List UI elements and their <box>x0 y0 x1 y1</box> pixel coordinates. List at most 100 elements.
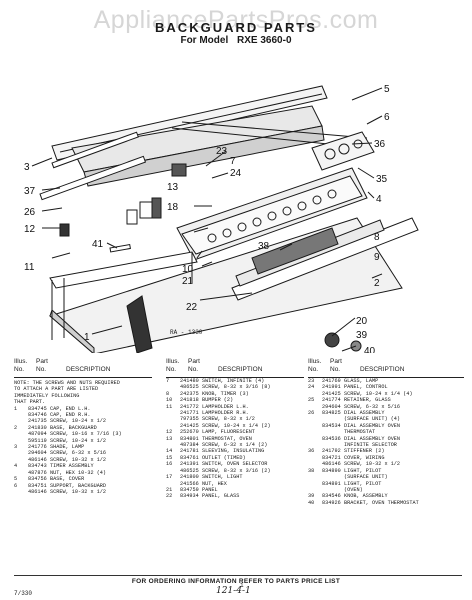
handwritten-note: 121-4-1 <box>216 586 251 596</box>
callout-11: 11 <box>24 262 35 273</box>
part-description: SCREW, 10-24 x 1/4 (2) <box>202 422 271 429</box>
illus-no: 12 <box>166 429 173 436</box>
callout-36: 36 <box>374 139 386 150</box>
part-description: BASE, COVER <box>50 476 85 483</box>
illus-no: 24 <box>308 384 315 391</box>
part-no: 241425 <box>180 422 199 429</box>
part-no: 834743 <box>28 463 47 470</box>
part-no: 834890 <box>322 467 341 474</box>
part-description: KNOB, ASSEMBLY <box>344 493 388 500</box>
part-description: SWITCH, OVEN SELECTOR <box>202 461 268 468</box>
part-description: KNOB, TIMER (3) <box>202 390 249 397</box>
callout-3: 3 <box>24 162 30 173</box>
part-no: 486146 <box>322 461 341 468</box>
part-description: SWITCH, LIGHT <box>202 474 243 481</box>
part-description: SCREW, 10-16 x 7/16 (3) <box>50 431 122 438</box>
callout-9: 9 <box>374 252 380 263</box>
part-no: 834756 <box>28 476 47 483</box>
part-no: 241818 <box>180 397 199 404</box>
parts-column-1: Illus. Part No. No. DESCRIPTION NOTE: TH… <box>14 358 152 495</box>
illus-no: 10 <box>166 397 173 404</box>
illus-no: 17 <box>166 474 173 481</box>
callout-24: 24 <box>230 168 242 179</box>
timer-assembly <box>311 131 375 171</box>
callout-7: 7 <box>230 156 236 167</box>
illus-no: 26 <box>308 410 315 417</box>
end-cap-left <box>49 251 198 289</box>
part-no: 294604 <box>322 403 341 410</box>
callout-2: 2 <box>374 278 380 289</box>
part-description: BUMPER (2) <box>202 397 234 404</box>
illus-no: 13 <box>166 435 173 442</box>
callout-26: 26 <box>24 207 36 218</box>
part-description: PANEL <box>202 486 218 493</box>
illus-no: 4 <box>14 463 18 470</box>
callout-12: 12 <box>24 224 36 235</box>
callout-21: 21 <box>182 276 194 287</box>
part-description: SCREW, 8-32 x 3/16 (2) <box>202 467 271 474</box>
figure-ref: RA - 1330 <box>170 329 203 336</box>
part-no: 294604 <box>28 450 47 457</box>
part-description: SCREW, 8-32 x 3/16 (8) <box>202 384 271 391</box>
illus-no: 36 <box>308 448 315 455</box>
part-description: SCREW, 6-32 x 1/4 (2) <box>202 442 268 449</box>
footer-rule <box>14 575 462 576</box>
part-description: CAP, END L.H. <box>50 405 91 412</box>
illus-no: 22 <box>166 493 173 500</box>
part-description: LAMPHOLDER R.H. <box>202 410 249 417</box>
column-header: Illus. Part No. No. DESCRIPTION <box>166 358 304 378</box>
part-no: 241771 <box>180 410 199 417</box>
table-row: THERMOSTAT <box>308 429 464 435</box>
illus-no: 21 <box>166 486 173 493</box>
part-no: 834536 <box>322 435 341 442</box>
fluorescent-lamp <box>39 155 147 201</box>
control-knobs <box>207 189 337 243</box>
illus-no: 3 <box>14 444 18 451</box>
illus-no: 23 <box>308 378 315 384</box>
part-no: 834926 <box>322 499 341 506</box>
part-description: LAMPHOLDER L.H. <box>202 403 249 410</box>
part-no: 241774 <box>322 397 341 404</box>
part-no: 487384 <box>180 442 199 449</box>
part-description: SHADE, LAMP <box>50 444 85 451</box>
part-description: NUT, HEX <box>202 480 227 487</box>
part-no: 241480 <box>180 378 199 384</box>
watermark: AppliancePartsPros.com <box>93 6 379 34</box>
part-no: 241769 <box>322 378 341 384</box>
part-description: SCREW, 10-32 x 1/2 <box>344 461 401 468</box>
part-no: 834761 <box>180 454 199 461</box>
base-cover <box>126 295 153 353</box>
part-no: 241391 <box>180 461 199 468</box>
part-no: 797355 <box>180 416 199 423</box>
part-no: 834745 <box>28 405 47 412</box>
part-no: 486525 <box>180 467 199 474</box>
part-no: 834891 <box>322 480 341 487</box>
part-description: (OVEN) <box>344 486 363 493</box>
callout-38: 38 <box>258 241 270 252</box>
part-no: 834801 <box>180 435 199 442</box>
part-no: 241792 <box>322 448 341 455</box>
part-description: THERMOSTAT, OVEN <box>202 435 252 442</box>
part-description: TIMER ASSEMBLY <box>50 463 94 470</box>
part-description: SUPPORT, BACKGUARD <box>50 482 107 489</box>
